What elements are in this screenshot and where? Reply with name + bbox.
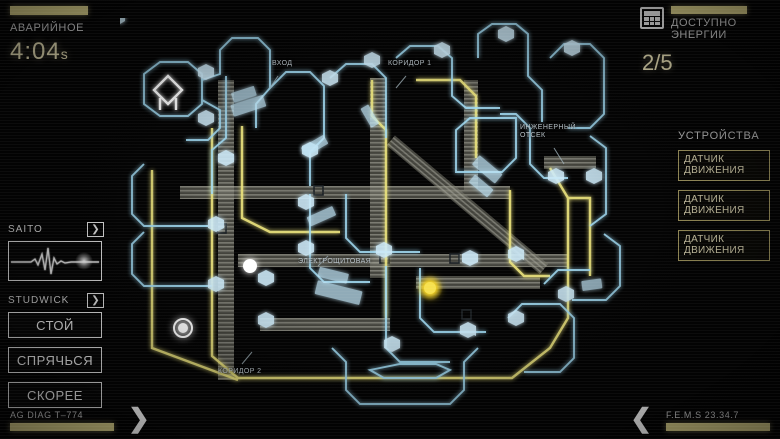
devices-panel: УСТРОЙСТВА ДАТЧИК ДВИЖЕНИЯ ДАТЧИК ДВИЖЕН… <box>678 130 770 270</box>
energy-value: 2/5 <box>642 50 673 75</box>
map-label-corridor-2: КОРИДОР 2 <box>218 368 262 375</box>
emergency-timer-unit: s <box>60 46 69 62</box>
energy-label-line2: ЭНЕРГИИ <box>671 29 727 41</box>
map-label-switchboard: ЭЛЕКТРОЩИТОВАЯ <box>298 258 372 265</box>
device-label-line2: ДВИЖЕНИЯ <box>684 245 745 256</box>
emergency-timer-value: 4:04 <box>10 38 61 65</box>
facility-map[interactable]: ВХОД КОРИДОР 1 ИНЖЕНЕРНЫЙ ОТСЕК ЭЛЕКТРОЩ… <box>120 18 660 418</box>
footer-right-code: F.E.M.S 23.34.7 <box>666 410 740 420</box>
footer-next-arrow[interactable]: ❯ <box>128 403 150 433</box>
player-marker-a <box>173 318 193 338</box>
character-name-studwick: STUDWICK <box>8 295 70 306</box>
player-marker-b <box>243 259 257 273</box>
device-label-line2: ДВИЖЕНИЯ <box>684 205 745 216</box>
device-label-line1: ДАТЧИК <box>684 154 725 165</box>
energy-bar <box>671 6 747 14</box>
character-row-studwick: STUDWICK ❯ <box>8 293 104 308</box>
command-button-hide[interactable]: СПРЯЧЬСЯ <box>8 347 102 373</box>
energy-status-panel: ДОСТУПНО ЭНЕРГИИ 2/5 <box>640 6 770 76</box>
command-button-hurry[interactable]: СКОРЕЕ <box>8 382 102 408</box>
footer-prev-arrow[interactable]: ❮ <box>630 403 652 433</box>
audio-waveform-display <box>8 241 102 281</box>
character-next-arrow-studwick[interactable]: ❯ <box>87 293 104 308</box>
device-label-line1: ДАТЧИК <box>684 234 725 245</box>
character-next-arrow-saito[interactable]: ❯ <box>87 222 104 237</box>
footer-left-bar <box>10 423 114 431</box>
footer-right-bar <box>666 423 770 431</box>
waveform-pulse-glow <box>75 252 93 270</box>
emergency-timer: 4:04s <box>10 38 88 66</box>
keypad-icon <box>640 7 664 29</box>
emergency-label: АВАРИЙНОЕ <box>10 22 85 34</box>
device-item-motion-sensor-3[interactable]: ДАТЧИК ДВИЖЕНИЯ <box>678 230 770 261</box>
footer-right: ❮ F.E.M.S 23.34.7 <box>630 403 770 433</box>
map-nodes <box>120 18 125 24</box>
footer-left: AG DIAG T–774 ❯ <box>10 403 150 433</box>
room-icon-diamond <box>152 74 184 110</box>
device-item-motion-sensor-1[interactable]: ДАТЧИК ДВИЖЕНИЯ <box>678 150 770 181</box>
device-label-line2: ДВИЖЕНИЯ <box>684 165 745 176</box>
footer-left-code: AG DIAG T–774 <box>10 410 84 420</box>
device-label-line1: ДАТЧИК <box>684 194 725 205</box>
emergency-status-panel: АВАРИЙНОЕ 4:04s <box>10 6 88 66</box>
device-item-motion-sensor-2[interactable]: ДАТЧИК ДВИЖЕНИЯ <box>678 190 770 221</box>
devices-title: УСТРОЙСТВА <box>678 130 760 142</box>
character-name-saito: SAITO <box>8 224 43 235</box>
map-label-engineering-bay: ИНЖЕНЕРНЫЙ ОТСЕК <box>520 124 576 139</box>
emergency-progress-bar <box>10 6 88 15</box>
map-label-entrance: ВХОД <box>272 60 293 67</box>
command-button-stop[interactable]: СТОЙ <box>8 312 102 338</box>
energy-label-line1: ДОСТУПНО <box>671 17 737 29</box>
character-row-saito: SAITO ❯ <box>8 222 104 237</box>
objective-marker <box>417 275 443 301</box>
map-label-corridor-1: КОРИДОР 1 <box>388 60 432 67</box>
character-control-panel: SAITO ❯ STUDWICK ❯ СТОЙ СПРЯЧЬСЯ СКОРЕЕ <box>8 222 104 417</box>
